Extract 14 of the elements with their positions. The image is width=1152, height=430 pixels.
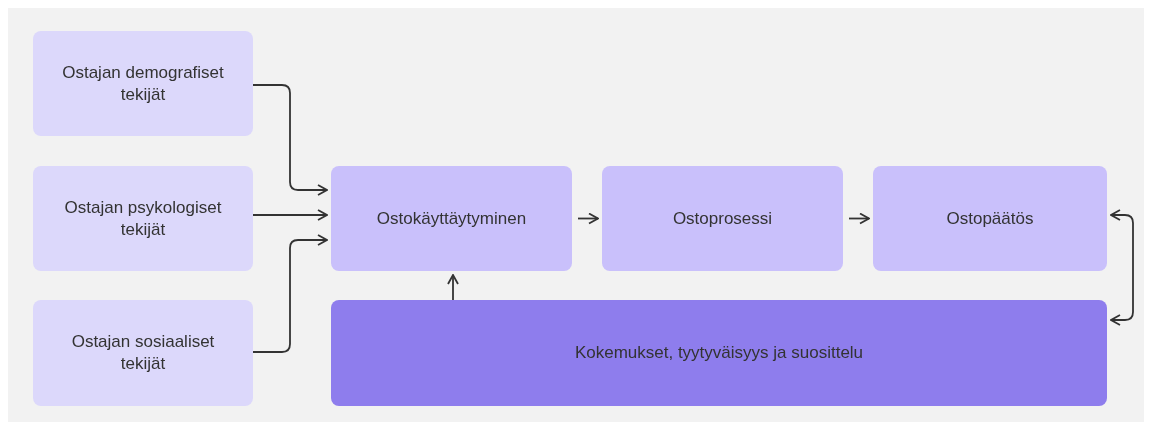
- process-box: Ostokäyttäytyminen: [331, 166, 572, 271]
- arrow: [1110, 209, 1134, 326]
- arrow: [447, 274, 459, 301]
- arrow: [252, 234, 328, 353]
- process-box: Ostajan demografiset tekijät: [33, 31, 253, 136]
- process-box: Ostoprosessi: [602, 166, 843, 271]
- arrow: [252, 84, 328, 196]
- arrow: [848, 212, 870, 225]
- arrow: [252, 209, 328, 221]
- process-box: Ostopäätös: [873, 166, 1107, 271]
- arrow: [577, 212, 599, 225]
- process-box: Kokemukset, tyytyväisyys ja suosittelu: [331, 300, 1107, 406]
- process-box: Ostajan sosiaaliset tekijät: [33, 300, 253, 406]
- process-box: Ostajan psykologiset tekijät: [33, 166, 253, 271]
